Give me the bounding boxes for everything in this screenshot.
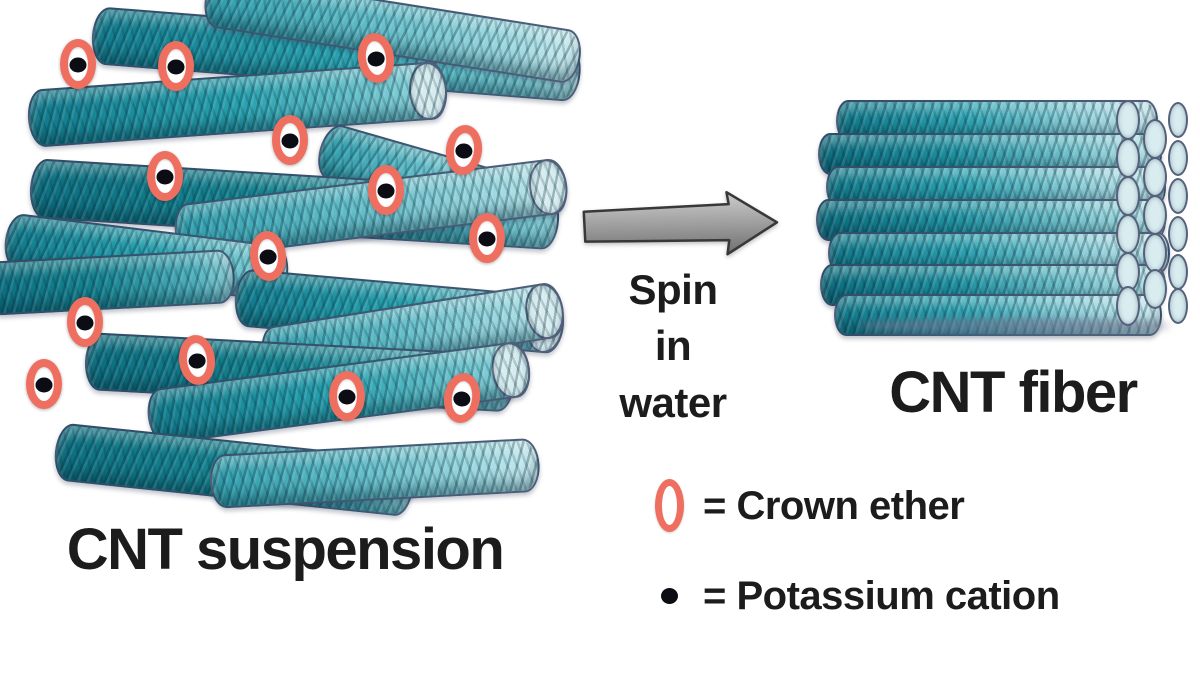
spin-line-2: in: [654, 322, 692, 370]
spin-line-1: Spin: [628, 266, 719, 313]
potassium-cation-icon: [69, 57, 87, 73]
potassium-cation-icon: [156, 169, 174, 185]
cnt-fiber-shadow: [858, 318, 1170, 334]
cnt-fiber-end-cap: [1116, 176, 1140, 216]
cnt-suspension-label: CNT suspension: [66, 517, 505, 582]
cnt-fiber-end-cap: [1143, 233, 1167, 273]
cnt-fiber-end-cap: [1168, 254, 1188, 290]
cnt-fiber-end-cap: [1143, 195, 1167, 235]
legend-crown-ether-text: = Crown ether: [703, 483, 965, 528]
crown-ether-marker: [469, 213, 505, 263]
cnt-fiber-end-cap: [1116, 252, 1140, 292]
crown-ether-marker: [158, 41, 194, 91]
cnt-fiber-end-cap: [1143, 269, 1167, 309]
crown-ether-marker: [329, 371, 365, 421]
cnt-fiber-end-cap: [1116, 138, 1140, 178]
legend-icon-wrap: [652, 588, 686, 604]
legend-icon-wrap: [652, 479, 686, 532]
legend-potassium-text: = Potassium cation: [703, 574, 1060, 618]
cnt-fiber-end-cap: [1168, 140, 1188, 176]
legend-potassium-row: = Potassium cation: [652, 576, 1060, 616]
cnt-fiber-end-cap: [1143, 119, 1167, 159]
crown-ether-marker: [147, 151, 183, 201]
cnt-fiber-label: CNT fiber: [889, 360, 1138, 425]
crown-ether-icon: [654, 479, 684, 532]
legend-crown-ether-row: = Crown ether: [652, 479, 1060, 532]
potassium-cation-icon: [281, 133, 299, 149]
cnt-fiber-end-cap: [1116, 100, 1140, 140]
crown-ether-marker: [67, 297, 103, 347]
cnt-fiber-end-cap: [1168, 102, 1188, 138]
spin-arrow-icon: [582, 190, 779, 256]
cnt-fiber-end-cap: [1143, 157, 1167, 197]
potassium-cation-icon: [377, 183, 395, 199]
spin-in-water-label: Spin in water: [588, 262, 758, 431]
crown-ether-marker: [368, 165, 404, 215]
crown-ether-marker: [272, 115, 308, 165]
potassium-cation-icon: [35, 377, 53, 393]
cnt-fiber-end-cap: [1168, 216, 1188, 252]
crown-ether-marker: [26, 359, 62, 409]
potassium-cation-icon: [478, 231, 496, 247]
cnt-fiber-end-cap: [1168, 178, 1188, 214]
potassium-dot-icon: [660, 588, 678, 604]
spin-line-3: water: [619, 378, 727, 426]
potassium-cation-icon: [338, 389, 356, 405]
cnt-fiber-end-cap: [1116, 286, 1140, 326]
legend: = Crown ether = Potassium cation: [652, 479, 1060, 616]
crown-ether-marker: [60, 39, 96, 89]
potassium-cation-icon: [76, 315, 94, 331]
cnt-fiber-end-cap: [1116, 214, 1140, 254]
cnt-fiber-end-cap: [1168, 288, 1188, 324]
potassium-cation-icon: [167, 59, 185, 75]
